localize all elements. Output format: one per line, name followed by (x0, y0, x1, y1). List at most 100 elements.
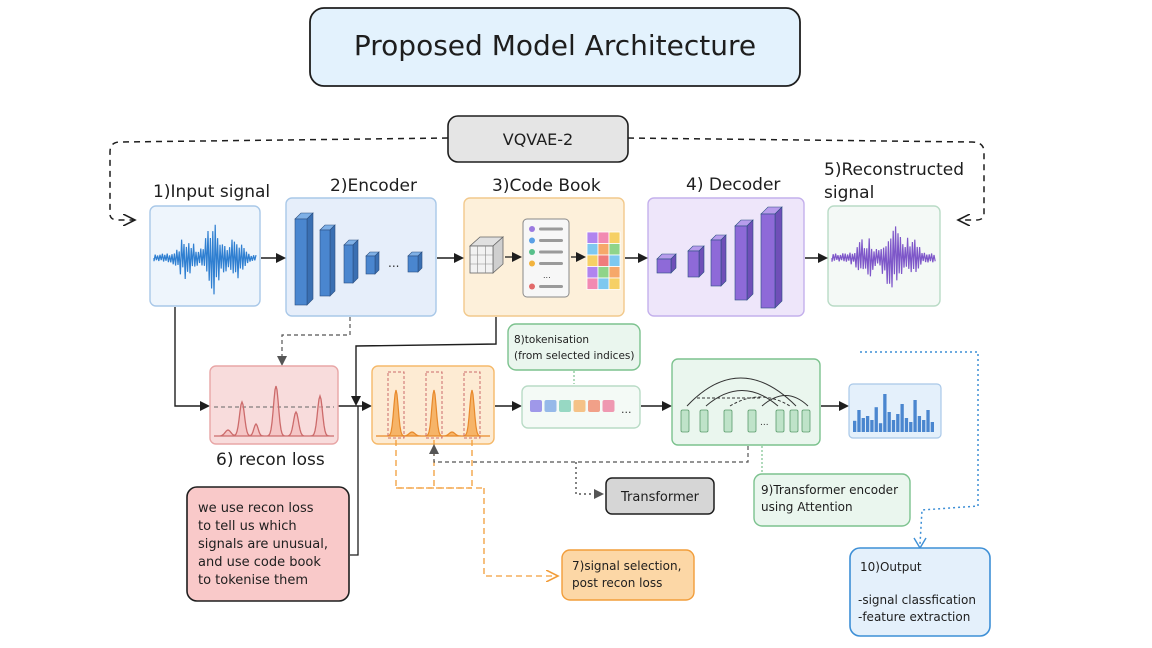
vqvae-label: VQVAE-2 (503, 130, 573, 149)
token-square (602, 400, 615, 412)
output-bar (891, 420, 896, 432)
output-title: 10)Output (860, 560, 922, 574)
codebook-grid-cell (597, 266, 610, 279)
decoder-layers (656, 206, 783, 309)
codebook-grid (586, 231, 621, 290)
codebook-entry-line (539, 285, 563, 288)
codebook-list: ... (522, 218, 570, 298)
token-square (559, 400, 571, 412)
explanation-line1: we use recon loss (198, 501, 314, 516)
encoder-layer-3 (343, 239, 359, 284)
reconstructed-label-line1: 5)Reconstructed (824, 160, 964, 180)
decoder-layer-1 (656, 253, 677, 274)
codebook-grid-cell (586, 243, 599, 256)
explanation-line2: to tell us which (198, 519, 297, 534)
token-sequence-box: ... (521, 385, 641, 429)
decoder-box (647, 197, 805, 317)
recon-loss-box (209, 365, 339, 445)
title-box: Proposed Model Architecture (309, 7, 801, 87)
attention-node (723, 409, 733, 433)
recon-loss-label: 6) recon loss (216, 450, 325, 470)
codebook-box: ... (463, 197, 625, 317)
codebook-grid-cell (608, 243, 621, 256)
codebook-grid-cell (586, 254, 599, 267)
output-bar (917, 416, 922, 432)
attention-node (747, 409, 757, 433)
explanation-connector (350, 406, 359, 556)
selected-peaks-curve (376, 389, 490, 437)
dotted-arrow-to-output (860, 351, 979, 545)
codebook-entry-dot (529, 226, 535, 232)
output-bar (913, 400, 917, 432)
token-square (588, 400, 600, 412)
output-bar (883, 394, 887, 432)
output-bar (853, 420, 857, 432)
encoder-layer-1 (294, 212, 314, 306)
codebook-grid-cell (608, 277, 621, 290)
decoder-label: 4) Decoder (686, 175, 780, 195)
output-bar (870, 420, 874, 432)
transformer-encoder-line2: using Attention (761, 500, 853, 514)
codebook-list-ellipsis: ... (543, 271, 551, 280)
output-item-1: -signal classfication (858, 593, 976, 607)
signal-selection-line2: post recon loss (572, 576, 662, 590)
encoder-layer-5 (407, 251, 423, 273)
output-bar (900, 404, 904, 432)
attention-box: ... (671, 358, 821, 446)
codebook-grid-cell (608, 266, 621, 279)
reconstructed-waveform (831, 226, 936, 288)
attention-node (775, 409, 785, 433)
encoder-ellipsis: ... (388, 256, 399, 270)
token-square (530, 400, 542, 412)
codebook-grid-cell (586, 266, 599, 279)
input-signal-box (149, 205, 261, 307)
output-chart-box (848, 383, 942, 439)
vqvae-right-dashed-arrow (627, 137, 985, 220)
transformer-box: Transformer (605, 477, 715, 515)
attention-arcs (686, 377, 809, 407)
tokenisation-note: 8)tokenisation (from selected indices) (507, 323, 641, 371)
codebook-grid-cell (597, 277, 610, 290)
arrow-codebook-to-selection (351, 317, 497, 406)
codebook-entry-line (539, 239, 563, 242)
output-item-2: -feature extraction (858, 610, 970, 624)
codebook-entry-dot (529, 249, 535, 255)
tokenisation-line1: 8)tokenisation (514, 334, 589, 346)
output-bar (857, 410, 861, 432)
encoder-layer-4 (365, 251, 380, 275)
signal-selection-line1: 7)signal selection, (572, 559, 681, 573)
output-bar (930, 422, 934, 432)
codebook-label: 3)Code Book (492, 176, 601, 196)
signal-selection-note: 7)signal selection, post recon loss (561, 549, 695, 601)
codebook-grid-cell (586, 231, 599, 244)
encoder-label: 2)Encoder (330, 176, 417, 196)
selection-window-2 (425, 371, 443, 439)
codebook-entry-dot (529, 260, 535, 267)
explanation-line4: and use code book (198, 555, 321, 570)
transformer-label: Transformer (620, 490, 700, 505)
arrow-input-to-recon-loss (174, 307, 210, 411)
output-bar (878, 423, 883, 432)
codebook-entry-line (539, 250, 563, 254)
attention-ellipsis: ... (760, 418, 769, 428)
encoder-box: ... (285, 197, 437, 317)
output-bar (926, 410, 930, 432)
output-bar (865, 416, 870, 432)
reconstructed-signal-box (827, 205, 941, 307)
reconstructed-label-line2: signal (824, 183, 874, 203)
transformer-encoder-note: 9)Transformer encoder using Attention (753, 473, 911, 527)
selection-window-1 (387, 371, 405, 439)
dashed-arrow-attention-feedback (429, 444, 749, 463)
codebook-grid-cell (597, 243, 610, 256)
attention-nodes (680, 409, 811, 433)
recon-loss-curve (214, 385, 334, 437)
vqvae-left-dashed-arrow (109, 137, 449, 220)
attention-node (789, 409, 799, 433)
transformer-encoder-line1: 9)Transformer encoder (761, 483, 898, 497)
attention-node (801, 409, 811, 433)
orange-dashed-arrow-to-selection-note (483, 488, 558, 576)
decoder-layer-3 (710, 234, 727, 287)
output-bar (896, 414, 900, 432)
codebook-entry-line (539, 227, 563, 231)
